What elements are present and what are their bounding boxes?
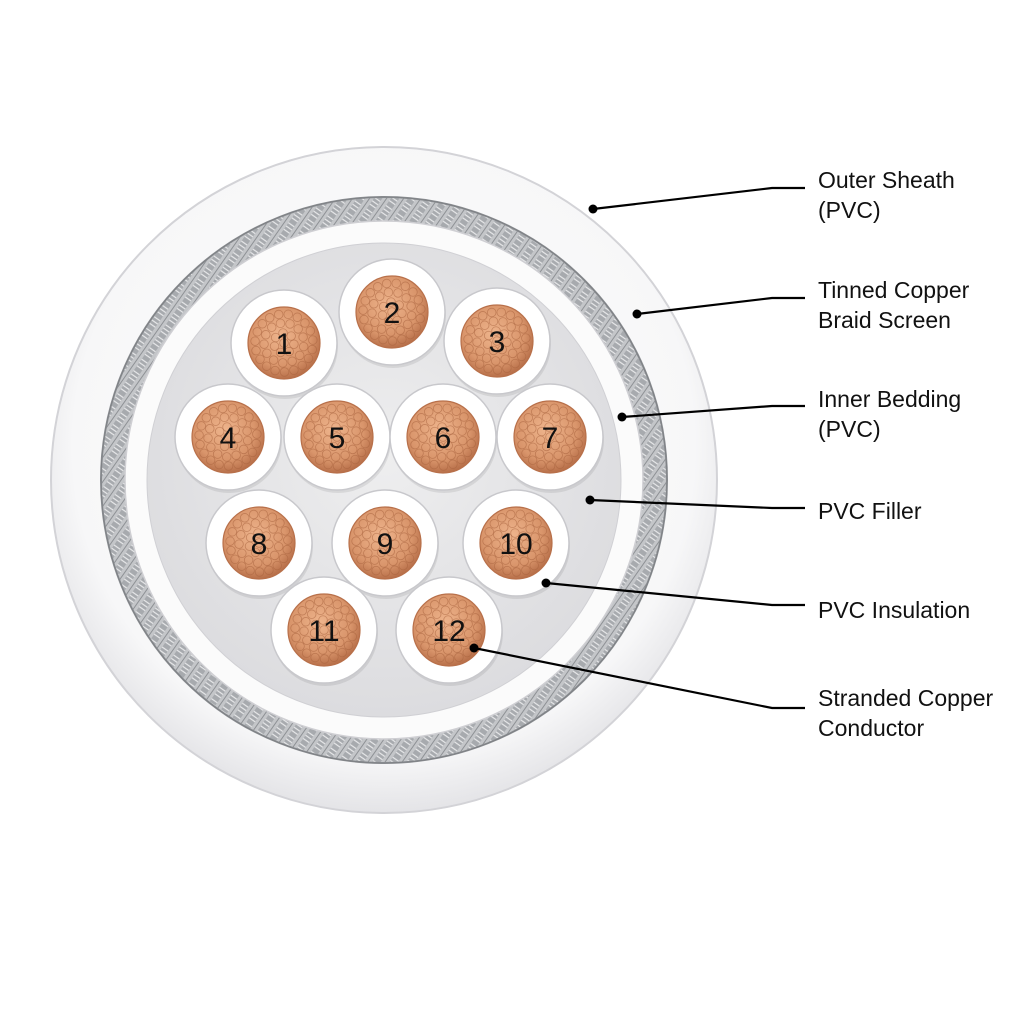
core-number-label: 11: [308, 615, 339, 648]
conductor-strands: [194, 403, 262, 471]
callout-label-line: PVC Filler: [818, 498, 922, 524]
conductor-strands: [250, 309, 318, 377]
conductor-strands: [358, 278, 426, 346]
core-number-label: 1: [276, 328, 293, 361]
braid-screen-overlay: [100, 196, 668, 764]
conductor-strands: [409, 403, 477, 471]
core-7: 7: [496, 383, 604, 493]
leader-dot: [469, 643, 479, 653]
core-5: 5: [283, 383, 391, 493]
conductor-strands: [303, 403, 371, 471]
conductor-strands: [516, 403, 584, 471]
conductor-strands: [415, 596, 483, 664]
core-number-label: 10: [499, 528, 532, 561]
leader-line: [473, 646, 805, 710]
callout-label-line: Outer Sheath: [818, 167, 955, 193]
core-3: 3: [443, 287, 551, 397]
core-number-label: 5: [329, 422, 346, 455]
callout-outer-sheath: Outer Sheath (PVC): [588, 167, 955, 223]
leader-dot: [588, 204, 598, 214]
core-1: 1: [230, 289, 338, 399]
callout-label-line: Braid Screen: [818, 307, 951, 333]
conductor-strands: [225, 509, 293, 577]
core-number-label: 6: [435, 422, 452, 455]
callout-label-line: Conductor: [818, 715, 924, 741]
core-number-label: 2: [384, 297, 401, 330]
core-2: 2: [338, 258, 446, 368]
callout-label-line: PVC Insulation: [818, 597, 970, 623]
callout-label-line: (PVC): [818, 416, 881, 442]
callout-pvc-filler: PVC Filler: [585, 495, 922, 524]
core-10: 10: [462, 489, 570, 599]
callout-label-line: (PVC): [818, 197, 881, 223]
conductor-strands: [463, 307, 531, 375]
core-number-label: 12: [432, 615, 465, 648]
core-number-label: 7: [542, 422, 559, 455]
callout-label-line: Tinned Copper: [818, 277, 970, 303]
core-number-label: 4: [220, 422, 237, 455]
conductor-strands: [482, 509, 550, 577]
leader-line: [589, 498, 805, 510]
leader-dot: [541, 578, 551, 588]
conductor-strands: [351, 509, 419, 577]
leader-line: [621, 404, 805, 419]
callout-label-line: Stranded Copper: [818, 685, 994, 711]
core-12: 12: [395, 576, 503, 686]
leader-line: [636, 296, 805, 316]
core-4: 4: [174, 383, 282, 493]
core-11: 11: [270, 576, 378, 686]
callout-inner-bedding: Inner Bedding (PVC): [617, 386, 961, 442]
core-number-label: 9: [377, 528, 394, 561]
leader-line: [545, 581, 805, 607]
callout-pvc-insulation: PVC Insulation: [541, 578, 970, 623]
leader-line: [592, 186, 805, 211]
core-8: 8: [205, 489, 313, 599]
callout-label-line: Inner Bedding: [818, 386, 961, 412]
core-number-label: 8: [251, 528, 268, 561]
leader-dot: [585, 495, 595, 505]
conductor-strands: [290, 596, 358, 664]
core-6: 6: [389, 383, 497, 493]
core-9: 9: [331, 489, 439, 599]
leader-dot: [632, 309, 642, 319]
core-number-label: 3: [489, 326, 506, 359]
leader-dot: [617, 412, 627, 422]
